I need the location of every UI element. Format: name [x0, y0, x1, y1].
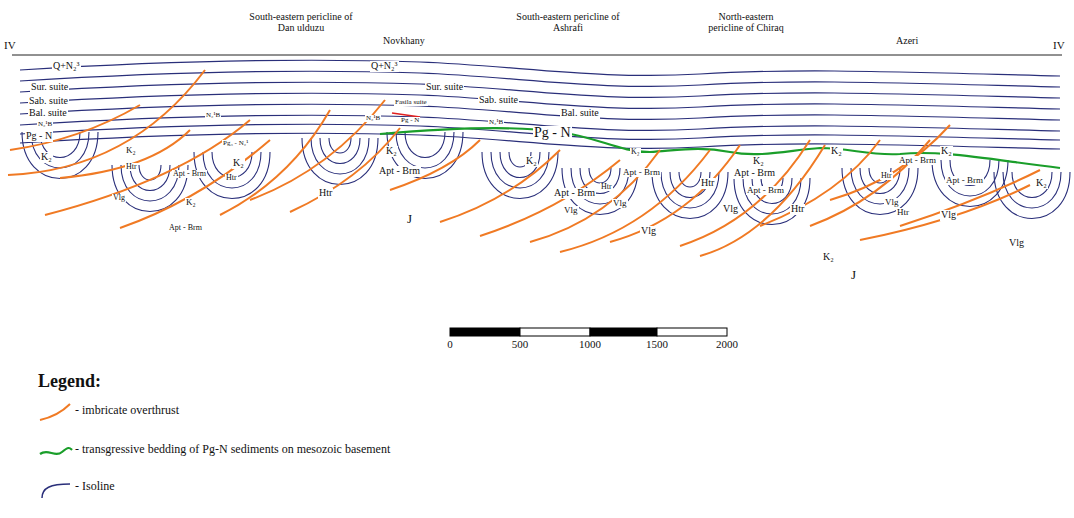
place-name: North-eastern pericline of Chiraq — [705, 12, 787, 33]
formation-label: K₂ — [385, 146, 398, 157]
formation-label: Apt - Brm — [746, 186, 785, 195]
legend-text: - imbricate overthrust — [75, 404, 179, 417]
fold-isolines — [22, 132, 1070, 225]
formation-label: K₂ — [232, 158, 245, 169]
formation-label: Vlg — [612, 199, 628, 208]
fold-isoline — [941, 160, 999, 196]
formation-label: Apt - Brm — [622, 168, 661, 177]
section-end-label: IV — [1052, 40, 1066, 52]
fold-isoline — [482, 152, 558, 199]
formation-label: Vlg — [112, 194, 126, 202]
fold-isoline — [661, 172, 719, 208]
formation-label: Apt - Brm — [168, 224, 203, 232]
legend-samples — [40, 404, 72, 498]
formation-label: Htr — [225, 174, 238, 182]
formation-label: Vlg — [640, 226, 657, 237]
formation-label: K₂ — [1035, 178, 1048, 189]
place-name: Novkhany — [382, 36, 426, 47]
fold-isoline — [1003, 172, 1061, 208]
isoline-sample — [42, 484, 70, 498]
formation-label: Fasila suite — [394, 99, 428, 106]
formation-label: J — [406, 212, 413, 226]
boundary-sample — [40, 448, 72, 454]
formation-label: Bal. suite — [560, 108, 600, 119]
legend-text: - Isoline — [75, 480, 115, 493]
formation-label: Sur. suite — [425, 82, 464, 93]
scale-bar — [450, 328, 727, 336]
formation-label: Bal. suite — [28, 108, 68, 119]
formation-label: K₂ — [525, 156, 538, 167]
fold-isoline — [1012, 172, 1052, 198]
overthrusts — [8, 70, 1040, 256]
formation-label: K₂ — [185, 198, 197, 207]
fold-isoline — [994, 172, 1070, 219]
place-name: Azeri — [895, 36, 919, 47]
fold-isoline — [139, 165, 161, 180]
section-end-label: IV — [3, 40, 17, 52]
formation-label: Q+N₂³ — [52, 61, 81, 72]
formation-label: N₂¹B — [37, 121, 53, 128]
formation-label: Pg - N — [533, 126, 572, 141]
formation-label: Apt - Brm — [733, 168, 776, 179]
formation-label: Q+N₂³ — [370, 61, 399, 72]
transgressive-boundary — [380, 128, 1060, 168]
fold-isoline — [396, 132, 454, 168]
formation-label: N₂¹B — [488, 119, 504, 126]
formation-label: Sab. suite — [478, 95, 519, 106]
place-name: South-eastern pericline of Dan ulduzu — [240, 12, 362, 33]
section-line — [12, 55, 1062, 56]
formation-label: K₂ — [125, 146, 137, 155]
scale-number: 1000 — [578, 339, 602, 351]
formation-label: Vlg — [940, 210, 957, 221]
formation-label: Htr — [600, 183, 613, 191]
fold-isoline — [320, 138, 360, 164]
formation-label: Pg - N — [400, 117, 420, 124]
formation-label: Htr — [880, 172, 893, 180]
formation-label: Pg₃ - N₂¹ — [222, 140, 249, 147]
formation-label: Htr — [125, 163, 138, 171]
formation-label: N₂¹B — [365, 115, 381, 122]
scale-number: 0 — [446, 339, 454, 351]
legend-heading: Legend: — [37, 372, 102, 391]
formation-label: Vlg — [884, 198, 900, 207]
formation-label: Apt - Brm — [378, 166, 421, 177]
formation-label: Sab. suite — [28, 96, 69, 107]
formation-label: K₂ — [830, 146, 843, 157]
formation-label: J — [850, 268, 857, 282]
fold-isoline — [652, 172, 728, 219]
scale-number: 1500 — [645, 339, 669, 351]
formation-label: Apt - Brm — [898, 156, 937, 165]
fold-isoline — [405, 132, 445, 158]
formation-label: Vlg — [1008, 238, 1025, 249]
formation-label: Apt - Brm — [945, 176, 984, 185]
formation-label: Htr — [896, 208, 910, 217]
formation-label: K₂ — [940, 146, 953, 157]
formation-label: N₂¹B — [205, 112, 221, 119]
scale-number: 2000 — [715, 339, 739, 351]
formation-label: Htr — [790, 204, 805, 215]
formation-label: Htr — [318, 188, 333, 199]
formation-label: Htr — [700, 178, 715, 189]
formation-label: K₂ — [752, 156, 765, 167]
formation-label: K₂ — [630, 148, 641, 156]
place-name: South-eastern pericline of Ashrafi — [507, 12, 629, 33]
formation-label: Pg - N — [25, 131, 53, 142]
fold-isoline — [851, 168, 909, 204]
formation-label: K₂ — [822, 252, 835, 263]
scale-number: 500 — [511, 339, 530, 351]
fold-isoline — [302, 138, 378, 185]
formation-label: Sur. suite — [30, 82, 69, 93]
formation-label: K₂ — [40, 152, 53, 163]
formation-label: Vlg — [722, 204, 739, 215]
formation-label: Apt - Brm — [553, 188, 596, 199]
legend-text: - transgressive bedding of Pg-N sediment… — [75, 443, 390, 456]
formation-label: Vlg — [563, 206, 579, 215]
overthrust-sample — [40, 404, 70, 420]
formation-label: Apt - Brm — [172, 170, 207, 178]
